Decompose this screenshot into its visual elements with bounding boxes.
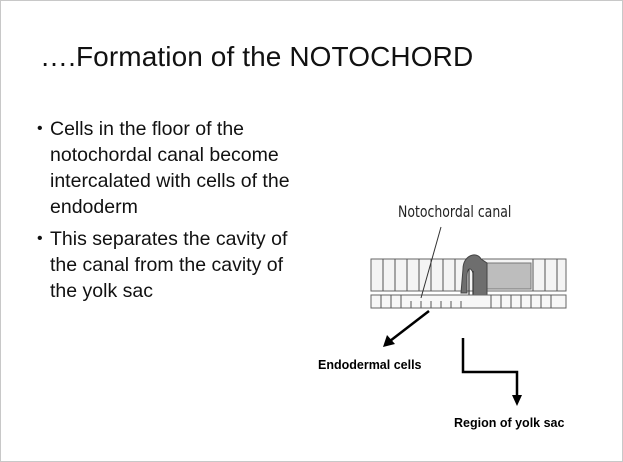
bullet-icon: • <box>37 230 43 247</box>
yolk-sac-label: Region of yolk sac <box>454 416 565 430</box>
notochordal-canal-label: Notochordal canal <box>398 202 512 221</box>
bullet-list: • Cells in the floor of the notochordal … <box>37 116 312 310</box>
mesoderm-block <box>480 262 532 290</box>
bullet-item: • Cells in the floor of the notochordal … <box>37 116 312 220</box>
endoderm-arrow <box>383 310 430 347</box>
yolk-sac-arrow <box>461 338 522 406</box>
endoderm-cell-row <box>370 294 567 309</box>
slide-title: ….Formation of the NOTOCHORD <box>40 41 474 72</box>
endodermal-cells-label: Endodermal cells <box>318 358 422 372</box>
bullet-item: • This separates the cavity of the canal… <box>37 226 312 304</box>
bullet-icon: • <box>37 120 43 137</box>
bullet-text: This separates the cavity of the canal f… <box>50 228 288 302</box>
bullet-text: Cells in the floor of the notochordal ca… <box>50 118 290 218</box>
canal-leader-line <box>420 226 442 299</box>
